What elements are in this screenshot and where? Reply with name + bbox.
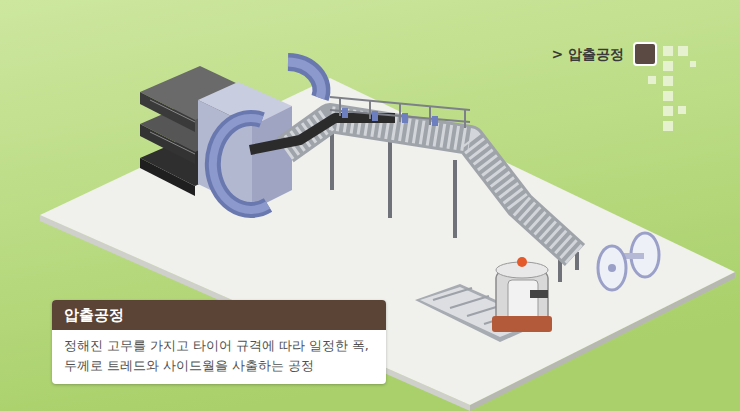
- panel-heading: 압출공정: [52, 300, 386, 330]
- panel-body: 정해진 고무를 가지고 타이어 규격에 따라 일정한 폭, 두께로 트레드와 사…: [52, 330, 386, 384]
- description-panel: 압출공정정해진 고무를 가지고 타이어 규격에 따라 일정한 폭, 두께로 트레…: [52, 300, 386, 384]
- section-label: > 압출공정: [551, 46, 624, 64]
